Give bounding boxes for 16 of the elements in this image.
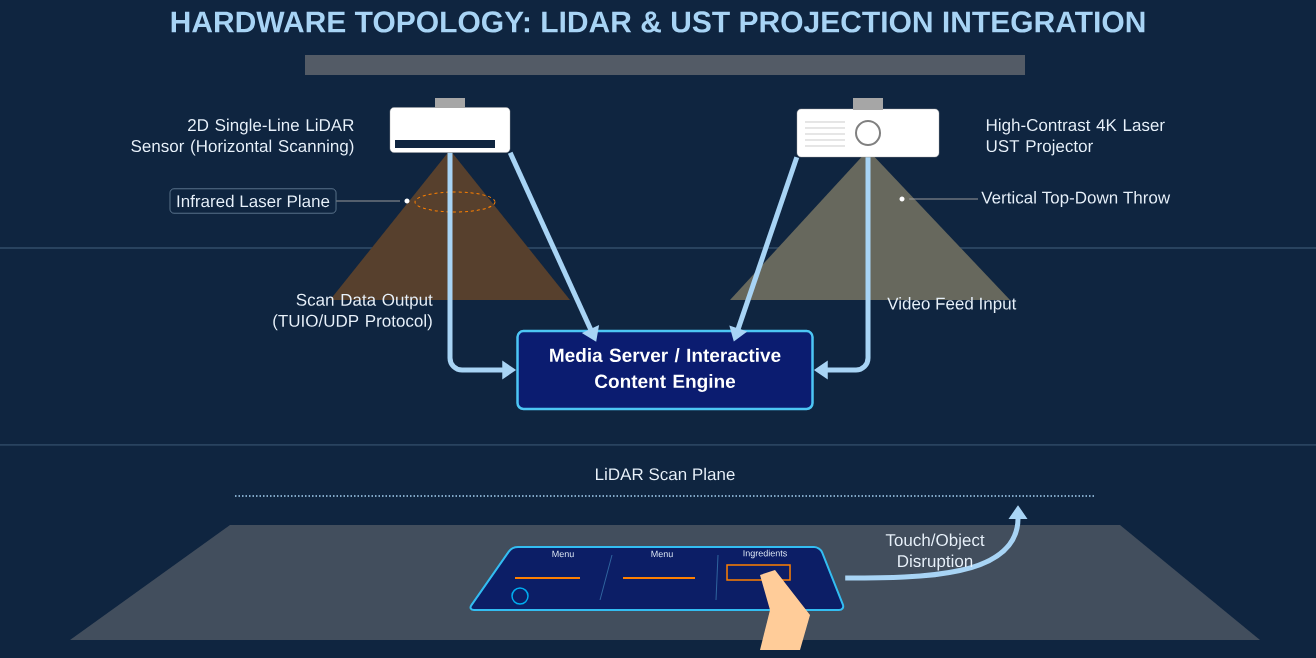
touch-panel-drawing [469,546,845,650]
leader-line [335,200,401,202]
label-box: Infrared Laser Plane [169,188,337,214]
leader-line [908,198,979,200]
device-label: 2D Single-Line LiDAR Sensor (Horizontal Scanning) [131,118,354,156]
plane-label: LiDAR Scan Plane [596,467,735,481]
server-box: Media Server / Interactive Content Engine [516,329,814,411]
edge-label: Video Feed Input [887,297,1017,313]
menu-label: Ingredients [743,549,787,559]
menu-label: Menu [552,550,574,558]
menu-label: Menu [651,550,673,558]
edge-label: Touch/Object Disruption [885,533,985,571]
edge-label: Scan Data Output (TUIO/UDP Protocol) [273,293,433,331]
callout-text: Vertical Top-Down Throw [981,191,1171,207]
device-label: High-Contrast 4K Laser UST Projector [986,118,1165,156]
title: HARDWARE TOPOLOGY: LIDAR & UST PROJECTION INTEGRATION [171,11,1145,33]
